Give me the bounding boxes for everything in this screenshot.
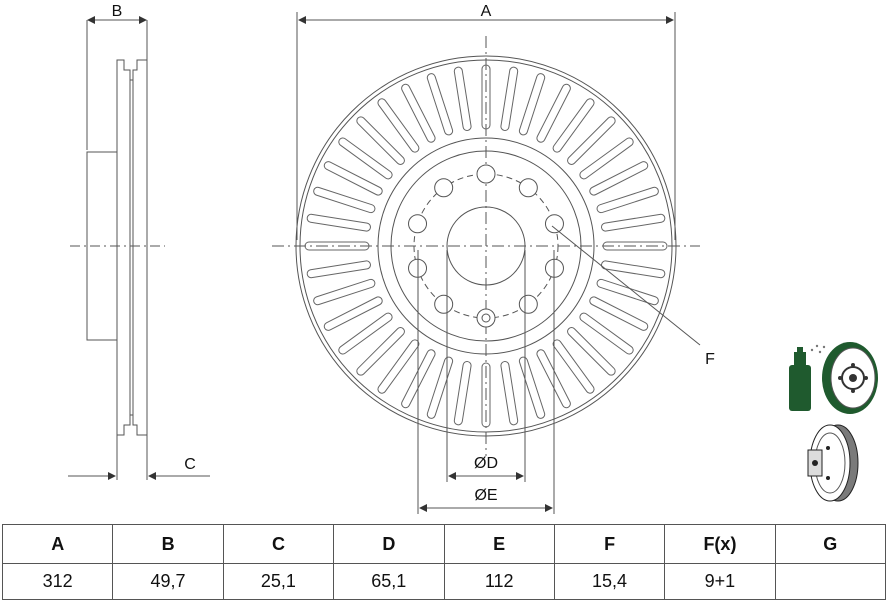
vent-slot [377, 98, 420, 153]
label-b: B [112, 3, 123, 20]
label-a: A [481, 3, 492, 20]
vent-slot [323, 296, 383, 331]
inner-ring [116, 59, 131, 436]
spec-value-row: 312 49,7 25,1 65,1 112 15,4 9+1 [1, 563, 887, 600]
value-f: 15,4 [553, 563, 666, 600]
vent-slot [401, 83, 436, 143]
vent-slot [579, 312, 634, 355]
vent-slot [377, 339, 420, 394]
vent-slot [356, 116, 405, 165]
vent-slot [602, 241, 668, 251]
index-hole [481, 313, 491, 323]
label-c: C [184, 456, 196, 473]
vent-slot [401, 349, 436, 409]
vent-slot [567, 327, 616, 376]
vent-slot [536, 349, 571, 409]
header-a: A [1, 524, 114, 564]
value-a: 312 [1, 563, 114, 600]
bolt-hole [544, 214, 564, 234]
side-view [68, 16, 210, 480]
bolt-hole [518, 294, 538, 314]
coated-disc-icon [822, 342, 878, 414]
bolt-hole [408, 214, 428, 234]
vent-slot [338, 137, 393, 180]
vent-slot [552, 98, 595, 153]
bolt-hole [434, 294, 454, 314]
header-f: F [553, 524, 666, 564]
value-e: 112 [443, 563, 555, 600]
outer-ring [132, 59, 148, 436]
vent-slot [313, 278, 376, 306]
bolt-hole [434, 178, 454, 198]
dim-f-leader [551, 225, 701, 346]
vent-slot [313, 186, 376, 214]
ventilation-slots [304, 64, 668, 428]
vented-disc-icon [807, 424, 859, 502]
vent-slot [426, 356, 454, 419]
bolt-holes [408, 164, 564, 328]
value-c: 25,1 [222, 563, 335, 600]
vent-slot [536, 83, 571, 143]
label-e: ØE [474, 487, 497, 504]
vent-slot [579, 137, 634, 180]
spec-header-row: A B C D E F F(x) G [1, 524, 887, 564]
vent-slot [589, 296, 649, 331]
header-c: C [222, 524, 335, 564]
vent-slot [596, 186, 659, 214]
vent-slot [426, 73, 454, 136]
value-g [774, 563, 887, 600]
vent-slot [481, 362, 491, 428]
header-b: B [112, 524, 224, 564]
bolt-hole [476, 164, 496, 184]
vent-slot [518, 356, 546, 419]
label-d: ØD [474, 455, 498, 472]
vent-slot [567, 116, 616, 165]
label-f: F [705, 351, 715, 368]
vent-slot [500, 361, 519, 426]
header-fx: F(x) [664, 524, 776, 564]
vent-slot [518, 73, 546, 136]
spray-can-icon [789, 344, 826, 411]
header-d: D [333, 524, 445, 564]
vent-slot [453, 361, 472, 426]
brake-disc-drawing: B A C F ØD ØE [68, 3, 878, 514]
spec-table: A B C D E F F(x) G 312 49,7 25,1 65,1 11… [1, 524, 887, 600]
header-e: E [443, 524, 555, 564]
vent-slot [306, 260, 371, 279]
vent-slot [589, 161, 649, 196]
value-fx: 9+1 [664, 563, 776, 600]
header-g: G [774, 524, 887, 564]
vent-slot [338, 312, 393, 355]
value-d: 65,1 [333, 563, 445, 600]
vent-slot [552, 339, 595, 394]
vent-slot [304, 241, 370, 251]
vent-slot [601, 213, 666, 232]
vent-slot [356, 327, 405, 376]
front-view [272, 12, 701, 514]
value-b: 49,7 [112, 563, 224, 600]
bolt-hole [518, 178, 538, 198]
vent-slot [596, 278, 659, 306]
vent-slot [601, 260, 666, 279]
vent-slot [481, 64, 491, 130]
bolt-hole [476, 308, 496, 328]
vent-slot [453, 66, 472, 131]
vent-slot [323, 161, 383, 196]
vent-slot [500, 66, 519, 131]
vent-slot [306, 213, 371, 232]
